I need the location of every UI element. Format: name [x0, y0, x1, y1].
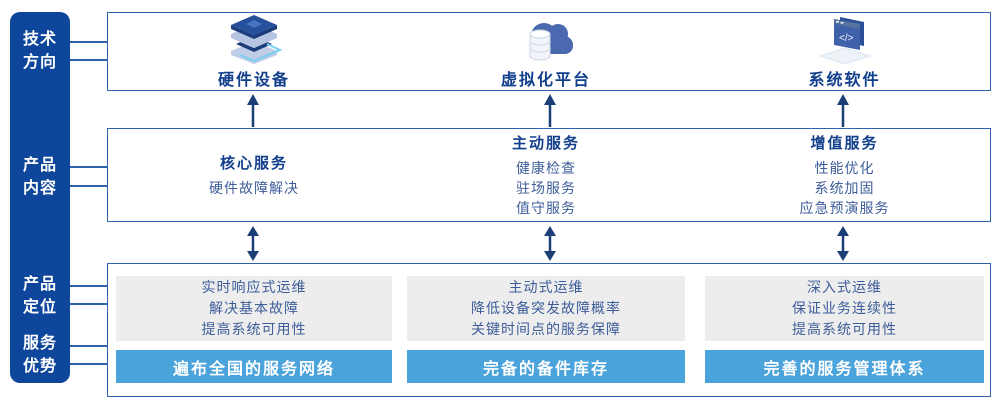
positioning-line: 主动式运维	[508, 279, 584, 295]
sidebar-label-product-content: 产品 内容	[10, 154, 70, 200]
service-item: 健康检查	[516, 160, 576, 176]
sidebar-label-line: 产品	[22, 157, 57, 174]
sidebar-label-line: 方向	[22, 54, 57, 71]
connector-line	[70, 59, 107, 61]
product-content-box: 核心服务 硬件故障解决 主动服务 健康检查 驻场服务 值守服务 增值服务 性能优…	[107, 128, 991, 222]
up-arrow	[837, 94, 849, 127]
connector-line	[70, 166, 107, 168]
sidebar-label-product-positioning: 产品 定位	[10, 273, 70, 319]
sidebar-label-line: 技术	[22, 31, 57, 48]
tech-item-label: 系统软件	[808, 71, 881, 89]
double-arrow	[544, 226, 556, 261]
positioning-line: 提高系统可用性	[201, 321, 307, 337]
service-group-value-added: 增值服务 性能优化 系统加固 应急预演服务	[705, 129, 984, 221]
positioning-column-2: 主动式运维 降低设备突发故障概率 关键时间点的服务保障 完备的备件库存	[407, 264, 685, 396]
advantage-banner: 完备的备件库存	[407, 350, 685, 383]
sidebar-label-line: 定位	[22, 299, 57, 316]
positioning-advantage-box: 实时响应式运维 解决基本故障 提高系统可用性 遍布全国的服务网络 主动式运维 降…	[107, 263, 991, 397]
up-arrow	[247, 94, 259, 127]
service-item: 驻场服务	[516, 180, 576, 196]
sidebar-label-line: 内容	[22, 180, 57, 197]
connector-line	[70, 303, 107, 305]
service-item: 硬件故障解决	[209, 180, 299, 196]
service-item: 应急预演服务	[799, 200, 890, 216]
connector-line	[70, 185, 107, 187]
service-group-title: 主动服务	[511, 135, 580, 152]
connector-line	[70, 41, 107, 43]
positioning-line: 深入式运维	[807, 279, 882, 295]
service-item: 系统加固	[814, 180, 875, 196]
sidebar-label-line: 产品	[22, 276, 57, 293]
connector-line	[70, 345, 107, 347]
service-group-title: 核心服务	[219, 155, 288, 172]
service-group-proactive: 主动服务 健康检查 驻场服务 值守服务	[407, 129, 685, 221]
code-window-icon: </>	[816, 14, 874, 64]
tech-item-software: </> 系统软件	[705, 13, 984, 90]
tech-item-label: 硬件设备	[217, 71, 290, 89]
server-stack-icon	[225, 14, 283, 64]
sidebar-label-line: 服务	[22, 335, 57, 352]
positioning-line: 提高系统可用性	[792, 321, 897, 337]
service-item: 性能优化	[814, 160, 875, 176]
double-arrow	[247, 226, 259, 261]
service-group-core: 核心服务 硬件故障解决	[116, 129, 392, 221]
double-arrow	[837, 226, 849, 261]
cloud-database-icon	[517, 14, 575, 64]
positioning-line: 关键时间点的服务保障	[471, 321, 621, 337]
sidebar-label-tech-direction: 技术 方向	[10, 28, 70, 74]
sidebar	[10, 12, 70, 383]
advantage-banner: 完善的服务管理体系	[705, 350, 984, 383]
tech-direction-box: 硬件设备 虚拟化平台	[107, 12, 991, 91]
up-arrow	[544, 94, 556, 127]
advantage-banner: 遍布全国的服务网络	[116, 350, 392, 383]
svg-text:</>: </>	[839, 33, 854, 44]
positioning-line: 降低设备突发故障概率	[471, 300, 621, 316]
positioning-panel: 实时响应式运维 解决基本故障 提高系统可用性	[116, 276, 392, 341]
service-group-title: 增值服务	[810, 135, 879, 152]
service-item: 值守服务	[516, 200, 576, 216]
positioning-line: 解决基本故障	[209, 300, 299, 316]
positioning-panel: 深入式运维 保证业务连续性 提高系统可用性	[705, 276, 984, 341]
positioning-column-3: 深入式运维 保证业务连续性 提高系统可用性 完善的服务管理体系	[705, 264, 984, 396]
tech-item-hardware: 硬件设备	[116, 13, 392, 90]
tech-item-label: 虚拟化平台	[500, 71, 591, 89]
sidebar-label-service-advantage: 服务 优势	[10, 332, 70, 378]
sidebar-label-line: 优势	[22, 358, 57, 375]
tech-item-virtualization: 虚拟化平台	[407, 13, 685, 90]
positioning-line: 保证业务连续性	[792, 300, 897, 316]
positioning-line: 实时响应式运维	[201, 279, 307, 295]
connector-line	[70, 363, 107, 365]
connector-line	[70, 285, 107, 287]
positioning-panel: 主动式运维 降低设备突发故障概率 关键时间点的服务保障	[407, 276, 685, 341]
positioning-column-1: 实时响应式运维 解决基本故障 提高系统可用性 遍布全国的服务网络	[116, 264, 392, 396]
